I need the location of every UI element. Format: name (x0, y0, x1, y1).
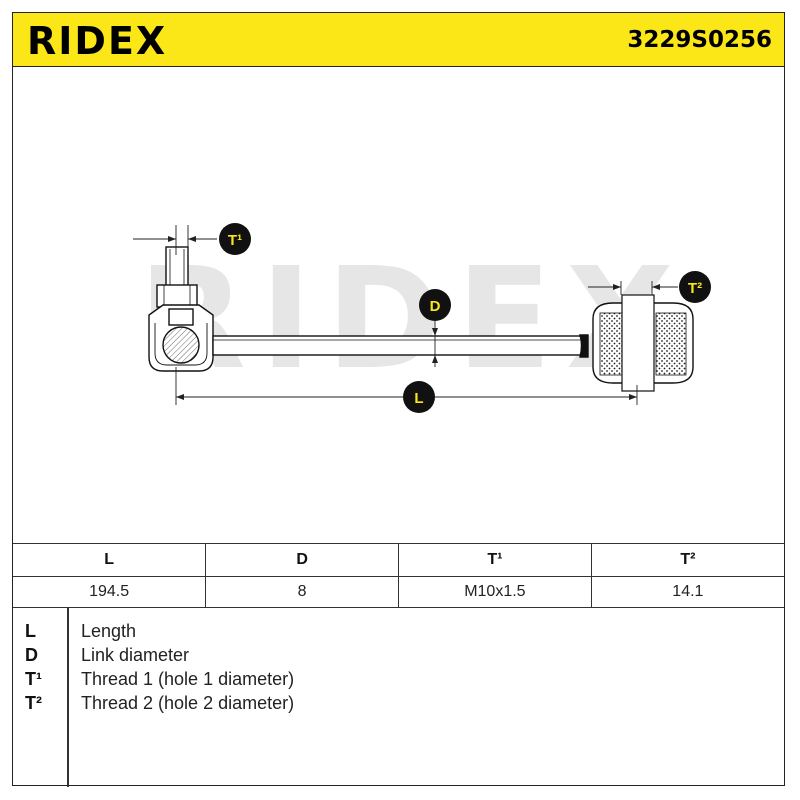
header-t1: T¹ (398, 543, 592, 577)
watermark-logo: RIDEX (138, 238, 688, 401)
value-t1: M10x1.5 (398, 576, 592, 608)
value-d: 8 (205, 576, 399, 608)
bushing-eye (579, 294, 694, 392)
brand-logo: RIDEX (27, 19, 168, 63)
header-l: L (13, 543, 207, 577)
specs-table: L D T¹ T² 194.5 8 M10x1.5 14.1 (13, 543, 784, 608)
d-label: D (419, 289, 451, 321)
header-t2: T² (590, 543, 784, 577)
svg-text:T²: T² (688, 280, 702, 297)
l-label: L (403, 381, 435, 413)
part-number: 3229S0256 (627, 27, 772, 53)
link-rod (212, 335, 584, 356)
product-sheet: RIDEX 3229S0256 RIDEX (12, 12, 786, 787)
value-t2: 14.1 (590, 576, 784, 608)
specs-value-row: 194.5 8 M10x1.5 14.1 (13, 576, 784, 608)
svg-text:T¹: T¹ (228, 232, 242, 249)
legend-key: T¹ (25, 669, 42, 689)
legend-text: Thread 1 (hole 1 diameter) (81, 669, 295, 689)
header-bar: RIDEX 3229S0256 (13, 13, 784, 67)
technical-drawing: RIDEX (13, 67, 786, 543)
value-l: 194.5 (13, 576, 207, 608)
legend-key: D (25, 645, 38, 665)
t2-label: T² (679, 271, 711, 303)
legend: L Length D Link diameter T¹ Thread 1 (ho… (13, 607, 784, 787)
drawing-svg: RIDEX (133, 223, 711, 413)
legend-key: T² (25, 693, 42, 713)
svg-text:D: D (430, 298, 441, 315)
svg-text:L: L (414, 390, 423, 407)
legend-text: Thread 2 (hole 2 diameter) (81, 693, 295, 713)
header-d: D (205, 543, 399, 577)
legend-text: Link diameter (81, 645, 190, 665)
legend-key: L (25, 621, 36, 641)
ball-joint (148, 246, 214, 372)
specs-header-row: L D T¹ T² (13, 543, 784, 577)
legend-divider (67, 607, 69, 787)
legend-text: Length (81, 621, 137, 641)
t1-label: T¹ (219, 223, 251, 255)
